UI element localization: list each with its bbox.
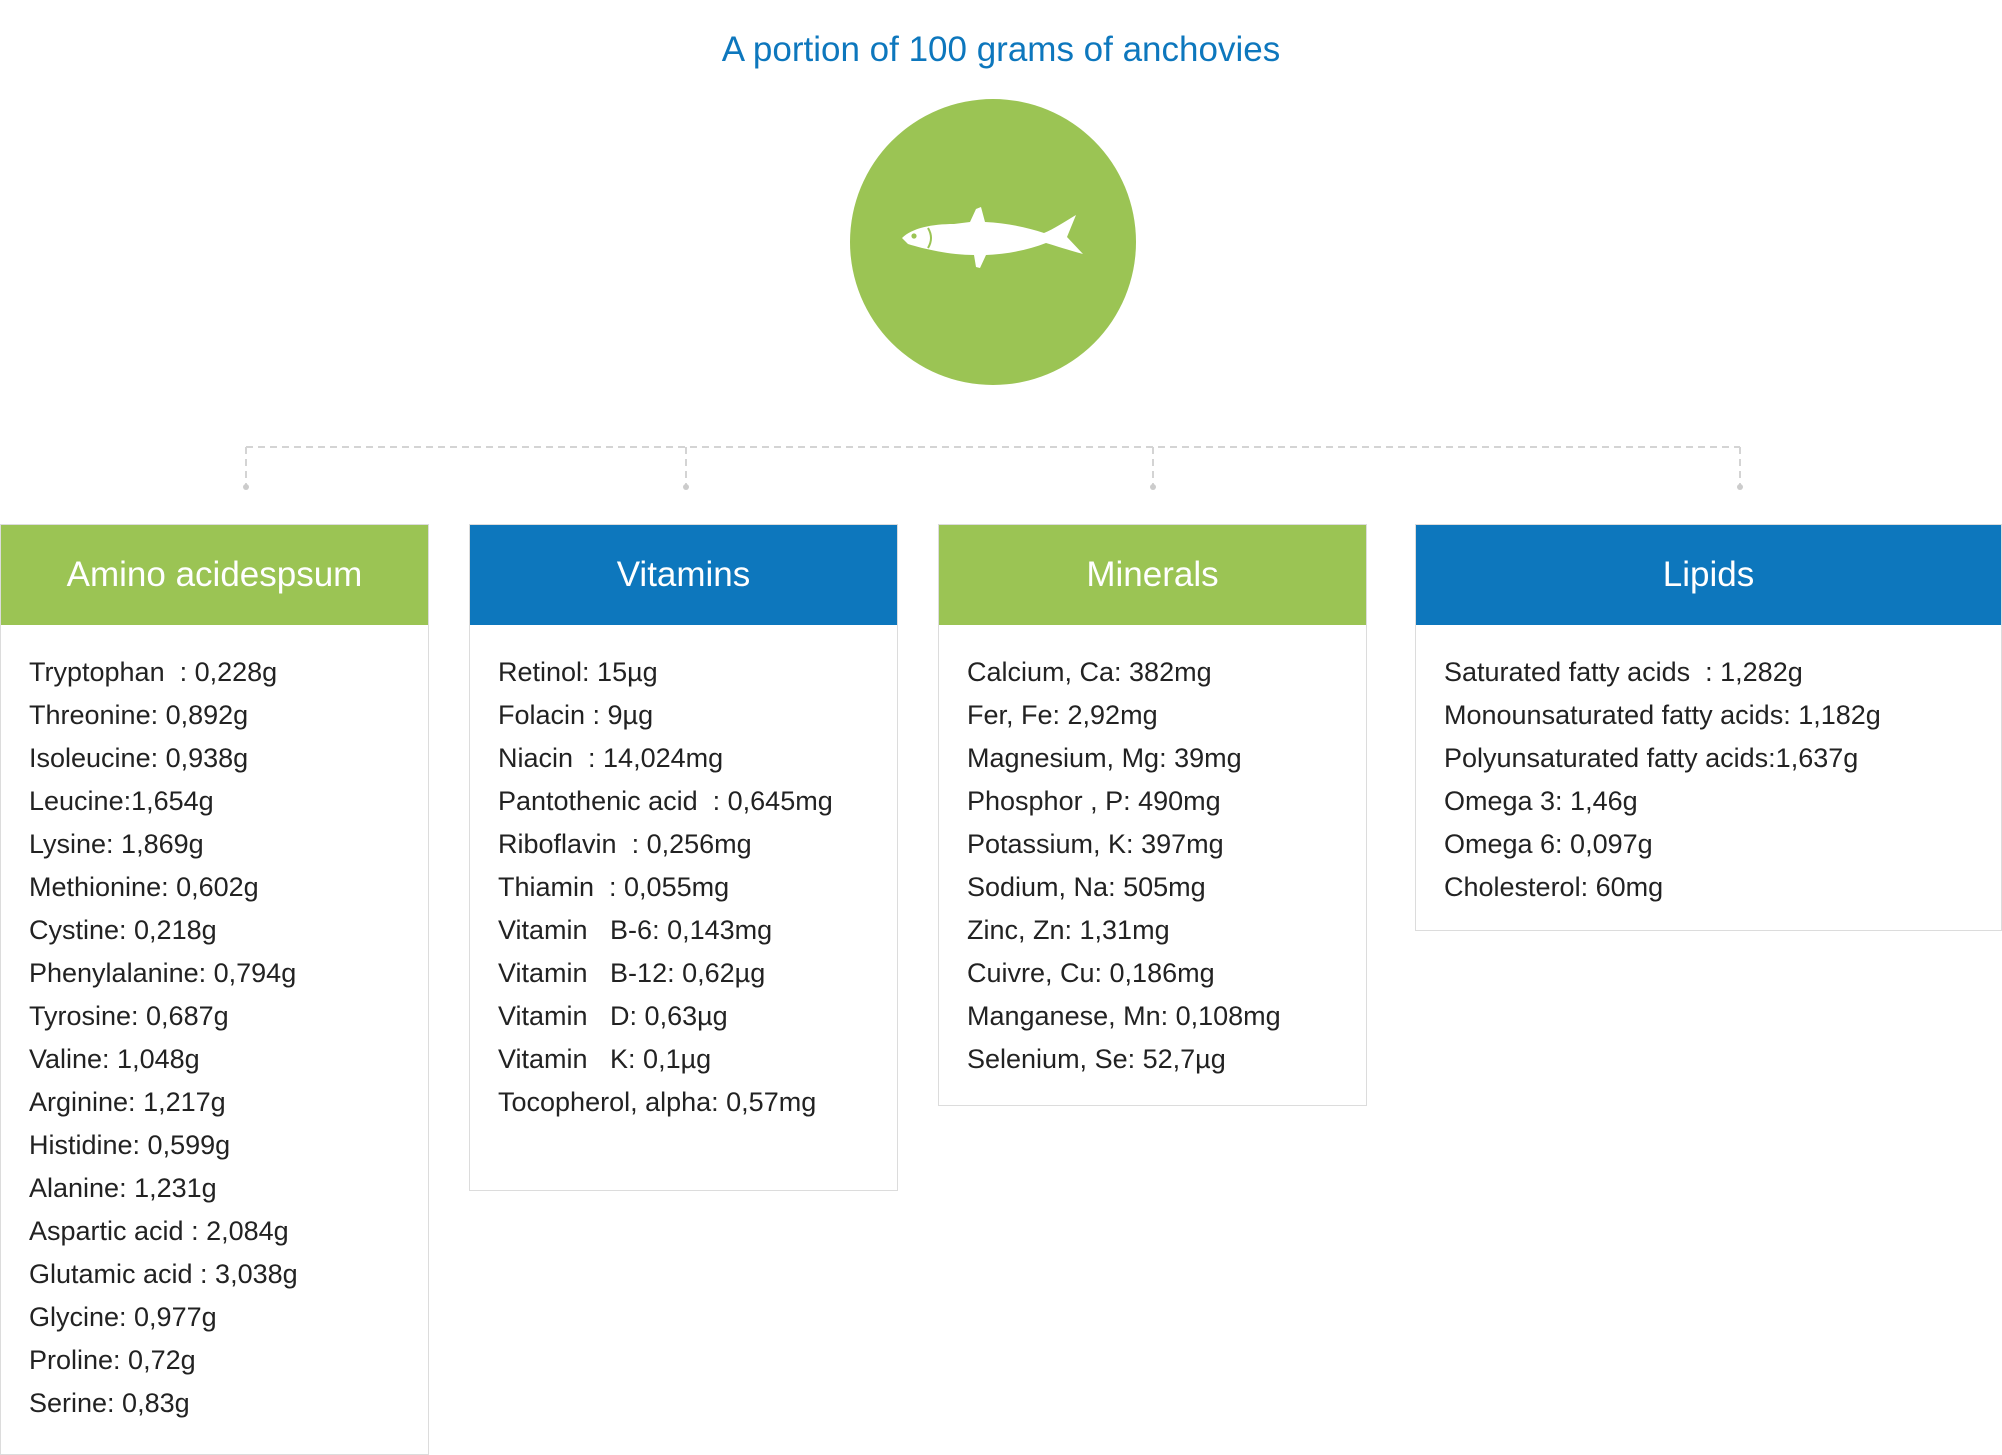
card-list: Retinol: 15µg Folacin : 9µg Niacin : 14,… — [470, 625, 897, 1124]
card-header-amino-acids: Amino acidespsum — [1, 525, 428, 625]
page-title: A portion of 100 grams of anchovies — [721, 30, 1281, 69]
list-item: Glycine: 0,977g — [29, 1302, 217, 1332]
list-item: Cystine: 0,218g — [29, 915, 217, 945]
list-item: Monounsaturated fatty acids: 1,182g — [1444, 700, 1881, 730]
list-item: Polyunsaturated fatty acids:1,637g — [1444, 743, 1859, 773]
list-item: Methionine: 0,602g — [29, 872, 259, 902]
list-item: Thiamin : 0,055mg — [498, 872, 730, 902]
list-item: Zinc, Zn: 1,31mg — [967, 915, 1170, 945]
card-header-vitamins: Vitamins — [470, 525, 897, 625]
card-list: Tryptophan : 0,228g Threonine: 0,892g Is… — [1, 625, 428, 1425]
card-amino-acids: Amino acidespsum Tryptophan : 0,228g Thr… — [0, 524, 429, 1455]
list-item: Fer, Fe: 2,92mg — [967, 700, 1158, 730]
list-item: Manganese, Mn: 0,108mg — [967, 1001, 1281, 1031]
list-item: Omega 6: 0,097g — [1444, 829, 1653, 859]
card-header-minerals: Minerals — [939, 525, 1366, 625]
list-item: Riboflavin : 0,256mg — [498, 829, 752, 859]
list-item: Proline: 0,72g — [29, 1345, 196, 1375]
list-item: Phenylalanine: 0,794g — [29, 958, 297, 988]
list-item: Cuivre, Cu: 0,186mg — [967, 958, 1215, 988]
list-item: Serine: 0,83g — [29, 1388, 190, 1418]
list-item: Vitamin K: 0,1µg — [498, 1044, 712, 1074]
card-header-lipids: Lipids — [1416, 525, 2001, 625]
list-item: Niacin : 14,024mg — [498, 743, 724, 773]
list-item: Leucine:1,654g — [29, 786, 214, 816]
list-item: Retinol: 15µg — [498, 657, 658, 687]
list-item: Cholesterol: 60mg — [1444, 872, 1664, 902]
list-item: Glutamic acid : 3,038g — [29, 1259, 298, 1289]
list-item: Aspartic acid : 2,084g — [29, 1216, 289, 1246]
list-item: Threonine: 0,892g — [29, 700, 249, 730]
list-item: Tryptophan : 0,228g — [29, 657, 278, 687]
list-item: Sodium, Na: 505mg — [967, 872, 1206, 902]
list-item: Omega 3: 1,46g — [1444, 786, 1638, 816]
list-item: Selenium, Se: 52,7µg — [967, 1044, 1226, 1074]
list-item: Saturated fatty acids : 1,282g — [1444, 657, 1803, 687]
list-item: Magnesium, Mg: 39mg — [967, 743, 1242, 773]
list-item: Tocopherol, alpha: 0,57mg — [498, 1087, 817, 1117]
list-item: Pantothenic acid : 0,645mg — [498, 786, 833, 816]
list-item: Valine: 1,048g — [29, 1044, 200, 1074]
list-item: Folacin : 9µg — [498, 700, 654, 730]
hero-circle — [850, 99, 1136, 385]
card-minerals: Minerals Calcium, Ca: 382mg Fer, Fe: 2,9… — [938, 524, 1367, 1106]
list-item: Phosphor , P: 490mg — [967, 786, 1221, 816]
card-lipids: Lipids Saturated fatty acids : 1,282g Mo… — [1415, 524, 2002, 931]
card-list: Saturated fatty acids : 1,282g Monounsat… — [1416, 625, 2001, 909]
fish-icon — [902, 207, 1083, 268]
card-vitamins: Vitamins Retinol: 15µg Folacin : 9µg Nia… — [469, 524, 898, 1191]
list-item: Alanine: 1,231g — [29, 1173, 217, 1203]
list-item: Vitamin B-6: 0,143mg — [498, 915, 773, 945]
list-item: Calcium, Ca: 382mg — [967, 657, 1212, 687]
list-item: Histidine: 0,599g — [29, 1130, 231, 1160]
list-item: Isoleucine: 0,938g — [29, 743, 249, 773]
list-item: Potassium, K: 397mg — [967, 829, 1224, 859]
connector-lines — [243, 446, 1743, 490]
list-item: Vitamin B-12: 0,62µg — [498, 958, 766, 988]
card-list: Calcium, Ca: 382mg Fer, Fe: 2,92mg Magne… — [939, 625, 1366, 1081]
list-item: Vitamin D: 0,63µg — [498, 1001, 728, 1031]
list-item: Tyrosine: 0,687g — [29, 1001, 229, 1031]
list-item: Lysine: 1,869g — [29, 829, 204, 859]
list-item: Arginine: 1,217g — [29, 1087, 226, 1117]
